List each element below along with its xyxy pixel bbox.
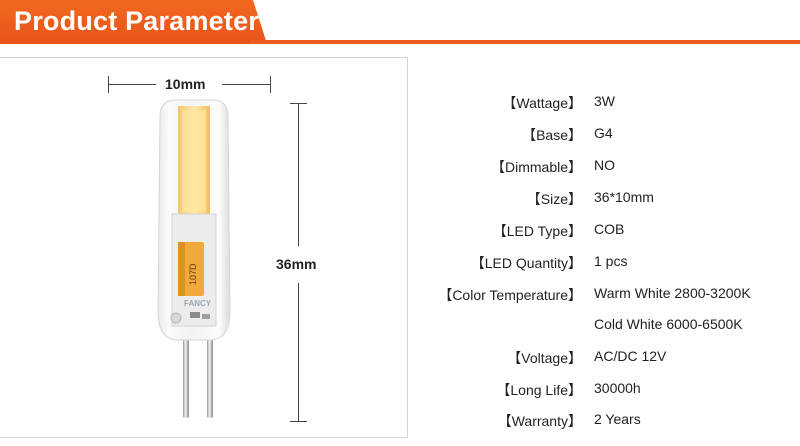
spec-value: Cold White 6000-6500K	[594, 316, 743, 332]
capacitor-marking: 107D	[188, 263, 198, 285]
height-dimension-tick-bottom	[290, 421, 307, 422]
width-dimension-line-left	[108, 84, 156, 85]
spec-value: Warm White 2800-3200K	[594, 285, 751, 301]
spec-label: 【Voltage】	[507, 350, 582, 366]
spec-row: 【Voltage】 AC/DC 12V	[400, 345, 790, 369]
spec-label: 【LED Quantity】	[470, 255, 582, 271]
spec-label: 【Base】	[522, 127, 582, 143]
spec-row: Cold White 6000-6500K	[400, 313, 790, 337]
header-divider	[250, 40, 800, 44]
spec-value: 30000h	[594, 380, 641, 396]
spec-value: COB	[594, 221, 625, 237]
spec-row: 【Size】 36*10mm	[400, 186, 790, 210]
width-label: 10mm	[165, 76, 206, 92]
spec-label: 【Dimmable】	[490, 159, 582, 175]
spec-row: 【LED Quantity】 1 pcs	[400, 250, 790, 274]
height-dimension-line-top	[298, 103, 299, 246]
spec-row: 【Warranty】 2 Years	[400, 408, 790, 432]
spec-label: 【Long Life】	[496, 382, 582, 398]
spec-value: G4	[594, 125, 613, 141]
spec-label: 【Size】	[526, 191, 582, 207]
spec-label: 【LED Type】	[492, 223, 582, 239]
spec-row: 【Dimmable】 NO	[400, 154, 790, 178]
spec-label: 【Wattage】	[502, 95, 582, 111]
spec-row: 【Color Temperature】 Warm White 2800-3200K	[400, 282, 790, 306]
bulb-pin-right	[207, 330, 213, 418]
page-title: Product Parameter	[14, 6, 259, 36]
spec-row: 【Long Life】 30000h	[400, 377, 790, 401]
width-dimension-line-right	[222, 84, 270, 85]
spec-value: 2 Years	[594, 411, 641, 427]
spec-value: 3W	[594, 93, 615, 109]
spec-value: AC/DC 12V	[594, 348, 667, 364]
spec-label: 【Warranty】	[497, 413, 582, 429]
brand-marking: FANCY	[184, 299, 212, 308]
bulb-pin-left	[183, 330, 189, 418]
width-dimension-tick-left	[108, 76, 109, 93]
spec-value: 1 pcs	[594, 253, 628, 269]
spec-row: 【LED Type】 COB	[400, 218, 790, 242]
g4-led-bulb-image: 107D FANCY	[157, 99, 231, 418]
height-dimension-line-bottom	[298, 283, 299, 422]
spec-row: 【Wattage】 3W	[400, 90, 790, 114]
height-label: 36mm	[276, 256, 317, 272]
spec-value: NO	[594, 157, 615, 173]
spec-label: 【Color Temperature】	[438, 287, 582, 303]
spec-value: 36*10mm	[594, 189, 654, 205]
width-dimension-tick-right	[270, 76, 271, 93]
spec-row: 【Base】 G4	[400, 122, 790, 146]
height-dimension-tick-top	[290, 103, 307, 104]
header-banner: Product Parameter	[0, 0, 267, 44]
